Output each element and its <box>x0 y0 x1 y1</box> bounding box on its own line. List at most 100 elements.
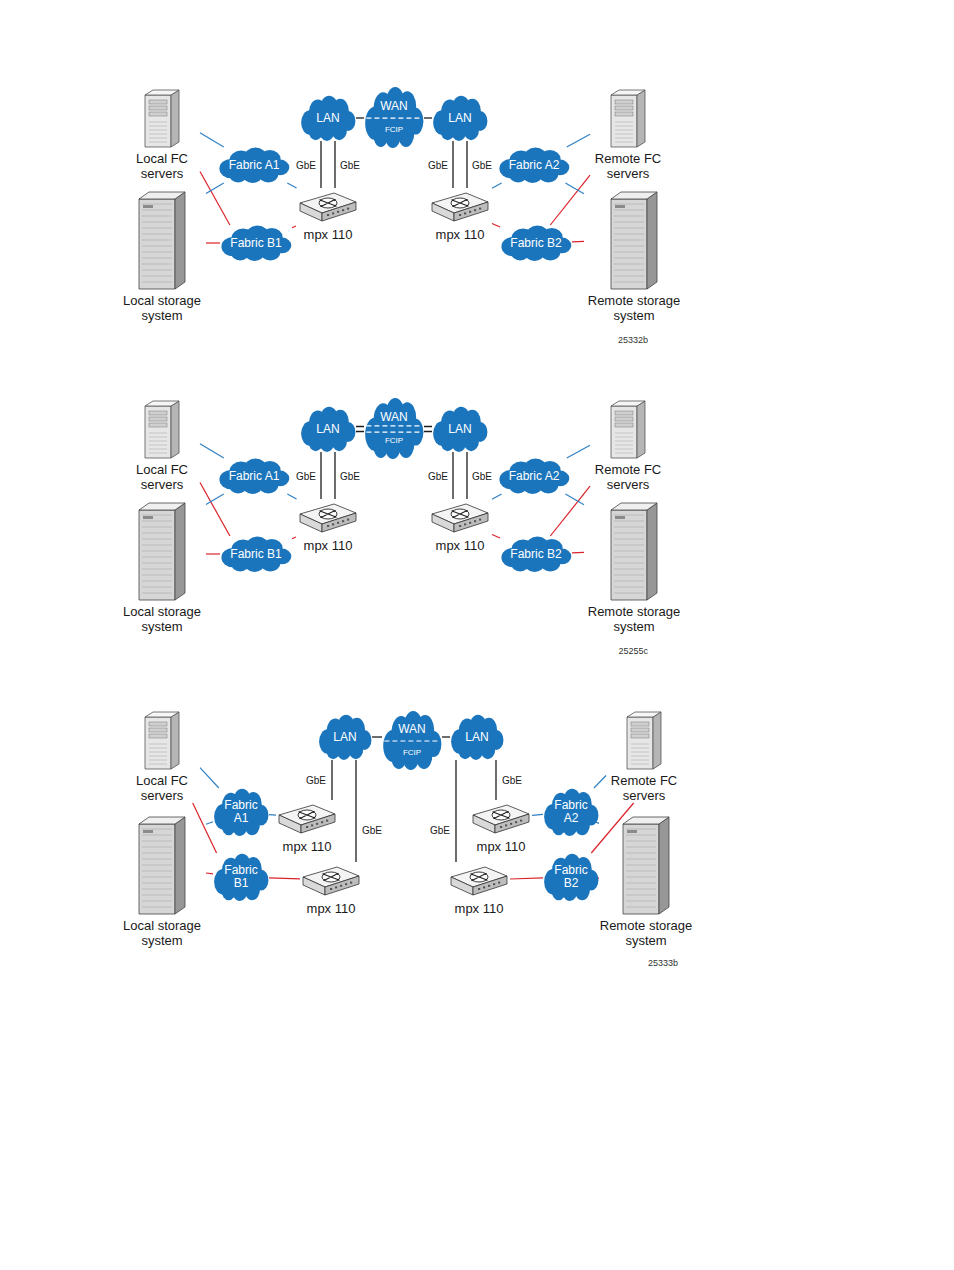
node-label: mpx 110 <box>276 839 338 854</box>
cloud-shape <box>364 397 424 459</box>
protocol-label: FCIP <box>385 125 403 134</box>
node-label: mpx 110 <box>296 538 360 553</box>
fabric-a-link <box>594 775 606 788</box>
node-label: Remote storage system <box>584 293 684 323</box>
ip-link <box>356 427 364 432</box>
node-label: Remote FC servers <box>590 462 666 492</box>
storage-icon <box>137 501 187 601</box>
ip-link <box>320 452 321 499</box>
fabric-b-link <box>572 552 584 554</box>
mpx-node: mpx 110 <box>296 499 360 553</box>
mpx-node: mpx 110 <box>470 800 532 854</box>
fabric-a-link <box>200 768 219 788</box>
node-label: mpx 110 <box>470 839 532 854</box>
node-label: Local storage system <box>118 604 206 634</box>
mpx-icon <box>301 862 361 898</box>
server-node: Local FC servers <box>124 399 200 492</box>
figure-number: 25333b <box>648 958 678 968</box>
network-cloud: Fabric B2 <box>500 225 572 261</box>
network-cloud: LAN <box>300 95 356 141</box>
storage-node: Remote storage system <box>596 815 696 948</box>
link-label: GbE <box>338 160 362 171</box>
protocol-label: FCIP <box>385 436 403 445</box>
mpx-node: mpx 110 <box>296 188 360 242</box>
mpx-node: mpx 110 <box>276 800 338 854</box>
node-label: Local storage system <box>118 918 206 948</box>
network-cloud: Fabric B1 <box>220 225 292 261</box>
network-cloud: Fabric B2 <box>543 853 599 901</box>
storage-node: Local storage system <box>118 190 206 323</box>
ip-link <box>424 427 432 432</box>
ip-link <box>495 760 496 800</box>
fabric-b-link <box>193 803 217 853</box>
node-label: LAN <box>316 112 339 125</box>
server-node: Local FC servers <box>124 710 200 803</box>
node-label: Remote storage system <box>584 604 684 634</box>
fabric-a-link <box>269 814 276 816</box>
fabric-a-link <box>565 183 584 194</box>
node-label: mpx 110 <box>300 901 362 916</box>
fabric-a-link <box>567 445 590 458</box>
storage-icon <box>621 815 671 915</box>
mpx-node: mpx 110 <box>300 862 362 916</box>
ip-link <box>331 760 332 800</box>
fabric-a-link <box>200 444 224 458</box>
fabric-a-link <box>206 183 224 194</box>
fabric-b-link <box>269 878 300 879</box>
storage-node: Remote storage system <box>584 501 684 634</box>
fabric-b-link <box>292 226 296 228</box>
node-label: Fabric B2 <box>550 864 592 890</box>
mpx-icon <box>298 188 358 224</box>
mpx-icon <box>449 862 509 898</box>
node-label: WAN <box>398 723 426 736</box>
link-label: GbE <box>304 775 328 786</box>
fabric-a-link <box>567 134 590 147</box>
ip-link <box>442 736 450 737</box>
mpx-node: mpx 110 <box>428 499 492 553</box>
node-label: Fabric A2 <box>509 159 560 172</box>
ip-link <box>334 452 335 499</box>
link-label: GbE <box>294 471 318 482</box>
link-label: GbE <box>338 471 362 482</box>
fabric-a-link <box>200 133 224 147</box>
node-label: Fabric B1 <box>220 864 262 890</box>
wan-cloud: WAN FCIP <box>382 710 442 770</box>
node-label: Fabric A2 <box>509 470 560 483</box>
figure-number: 25255c <box>618 646 648 656</box>
storage-node: Local storage system <box>118 501 206 634</box>
fabric-a-link <box>492 494 502 499</box>
network-cloud: Fabric A2 <box>543 788 599 836</box>
link-label: GbE <box>470 471 494 482</box>
storage-icon <box>137 190 187 290</box>
server-node: Remote FC servers <box>606 710 682 803</box>
protocol-label: FCIP <box>403 748 421 757</box>
fabric-b-link <box>492 224 500 228</box>
server-icon <box>609 399 647 459</box>
fabric-a-link <box>287 183 296 188</box>
ip-link <box>320 141 321 188</box>
node-label: LAN <box>448 112 471 125</box>
node-label: Local FC servers <box>124 462 200 492</box>
server-icon <box>625 710 663 770</box>
figure-number: 25332b <box>618 335 648 345</box>
node-label: Fabric B2 <box>510 548 561 561</box>
fabric-b-link <box>550 175 590 225</box>
network-cloud: Fabric A1 <box>218 147 290 183</box>
node-label: mpx 110 <box>428 227 492 242</box>
mpx-icon <box>430 499 490 535</box>
fabric-a-link <box>206 494 224 505</box>
node-label: Remote FC servers <box>606 773 682 803</box>
ip-link <box>334 141 335 188</box>
link-label: GbE <box>428 825 452 836</box>
ip-link <box>452 141 453 188</box>
mpx-icon <box>471 800 531 836</box>
ip-link <box>455 760 456 862</box>
server-node: Remote FC servers <box>590 399 666 492</box>
mpx-icon <box>430 188 490 224</box>
ip-link <box>466 452 467 499</box>
fabric-a-link <box>532 814 543 816</box>
wan-cloud: WANFCIP <box>364 397 424 459</box>
link-label: GbE <box>294 160 318 171</box>
